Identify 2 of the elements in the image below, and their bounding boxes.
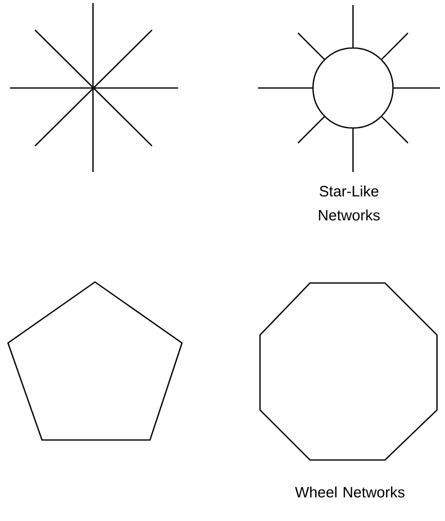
caption: Wheel Networks — [295, 486, 404, 498]
caption: Star-Like Networks — [318, 186, 380, 220]
